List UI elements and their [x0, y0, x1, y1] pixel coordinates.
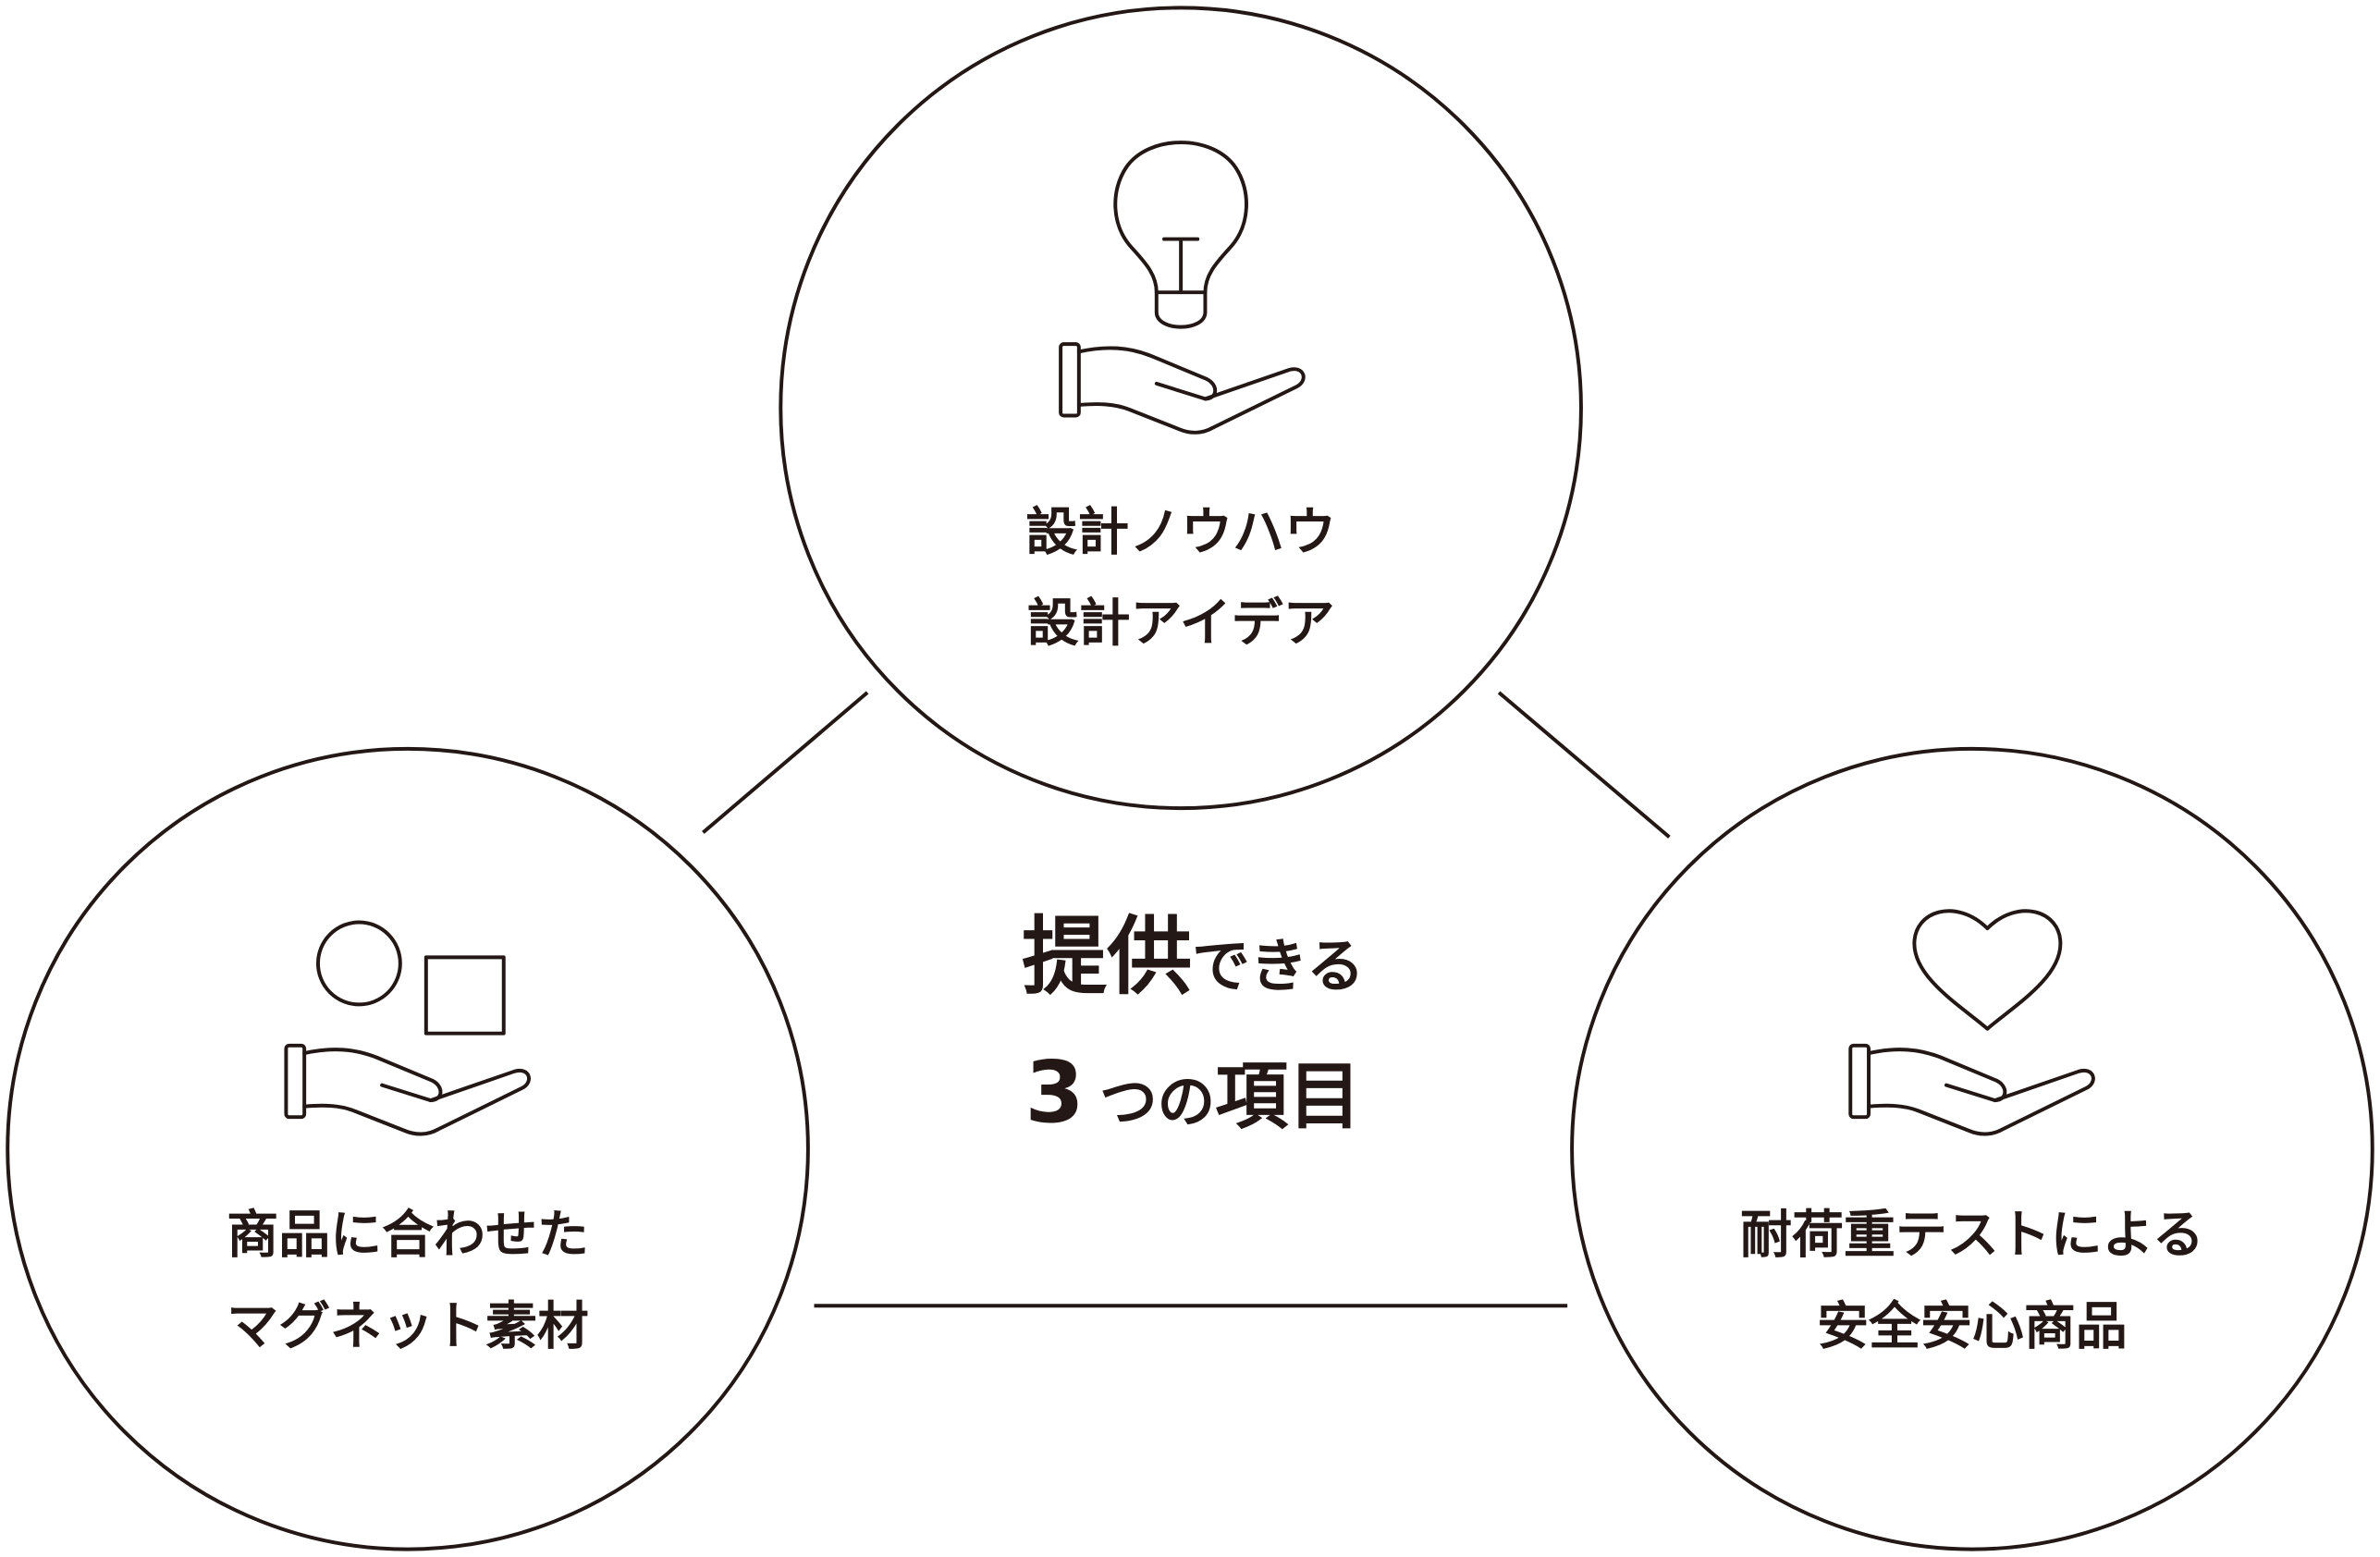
- center-title-line1: 提供できる: [1022, 907, 1365, 1007]
- item-label-safety-line1: 耐荷重テストによる: [1740, 1206, 2204, 1266]
- item-label-magnet-line2: マグネット素材: [227, 1296, 589, 1356]
- item-label-design-line2: 設計アイデア: [1027, 594, 1335, 654]
- title-three: 3: [1024, 1042, 1084, 1142]
- connector-line-top-right: [1497, 691, 1671, 839]
- title-provide: 提供: [1022, 907, 1192, 1007]
- item-label-design-line1: 設計ノウハウ: [1025, 502, 1336, 562]
- shapes-in-hand-icon: [284, 920, 532, 1136]
- title-can: できる: [1192, 933, 1364, 1000]
- item-circle-safety: [1570, 746, 2374, 1551]
- title-no: つの: [1099, 1068, 1215, 1135]
- lightbulb-in-hand-icon: [1059, 141, 1306, 435]
- item-label-safety-line2: 安全安心商品: [1817, 1296, 2128, 1356]
- item-circle-magnet: [6, 746, 810, 1551]
- item-label-magnet-line1: 商品に合わせた: [227, 1206, 589, 1266]
- connector-line-top-left: [702, 691, 869, 834]
- item-circle-design: [779, 6, 1583, 811]
- title-items: 項目: [1215, 1054, 1361, 1139]
- heart-in-hand-icon: [1848, 909, 2095, 1136]
